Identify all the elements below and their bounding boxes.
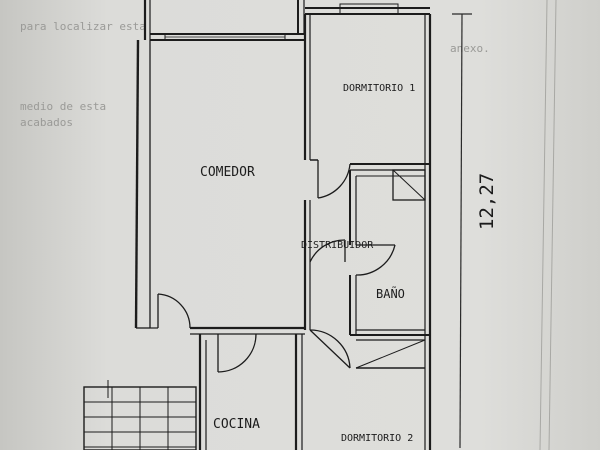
background-text: para localizar esta anexo. medio de esta… [20,20,490,129]
doors [157,160,396,373]
bg-line-2: anexo. [450,42,490,55]
room-label-dormitorio-1: DORMITORIO 1 [343,83,415,94]
room-label-bano: BAÑO [376,286,405,301]
dimension-label: 12,27 [476,173,498,230]
room-label-distribuidor: DISTRIBUIDOR [301,240,374,251]
margin-lines [539,0,557,450]
dimension-12-27 [452,13,472,449]
room-label-dormitorio-2: DORMITORIO 2 [341,433,413,444]
stairs [84,380,196,450]
walls [83,0,432,450]
room-label-comedor: COMEDOR [200,165,255,180]
bg-line-1: para localizar esta [20,20,146,33]
bg-line-4: acabados [20,116,73,129]
room-label-cocina: COCINA [213,417,260,432]
bg-line-3: medio de esta [20,100,106,113]
